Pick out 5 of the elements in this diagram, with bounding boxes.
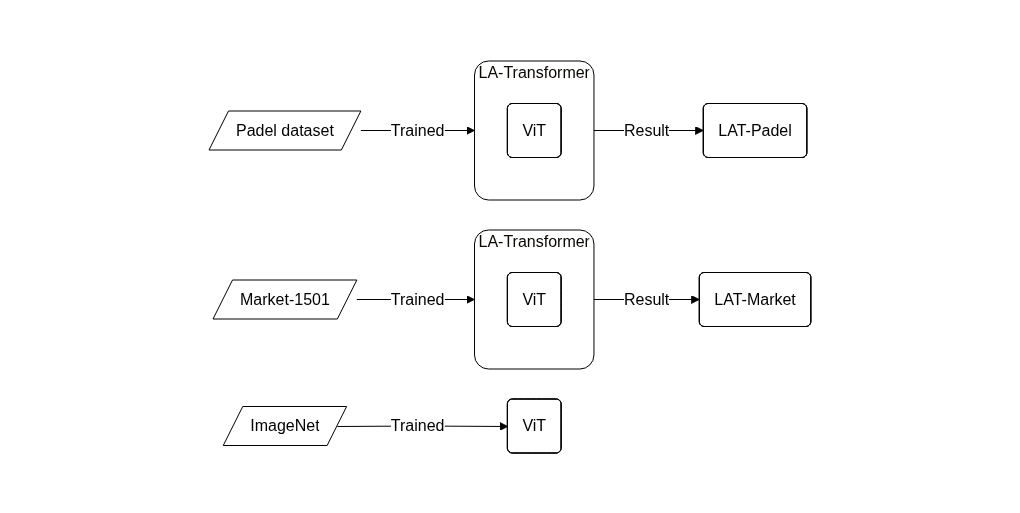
edge-label: Trained bbox=[390, 121, 445, 138]
edge-label: Trained bbox=[390, 416, 445, 434]
edge-label: Trained bbox=[390, 290, 445, 307]
edge-label: Result bbox=[624, 121, 670, 138]
edge-label: Result bbox=[624, 290, 670, 307]
